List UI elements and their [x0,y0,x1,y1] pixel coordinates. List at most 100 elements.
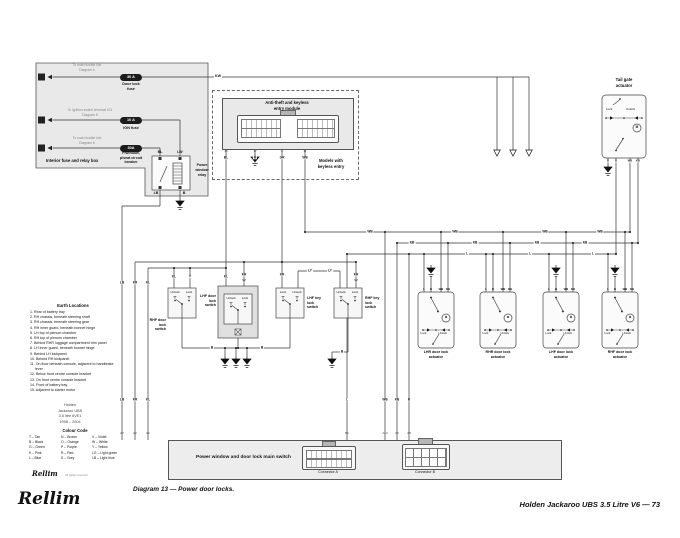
act1-pin-wb: WB [438,286,444,291]
vehicle-line4: 1998 – 2004 [59,419,81,424]
act3-pin-l: L [548,286,550,291]
tailgate-motor-label: M [635,124,639,129]
circuit-breaker-pill: 30A [120,144,142,152]
earth-location-item: 8. LH inner guard, beneath bonnet hinge [30,346,95,351]
circuit-breaker-name1: P/window, [122,151,140,155]
wire-ly-label: LY [307,268,313,273]
ms-wire-kr: KR [131,397,139,402]
fuse-row2-dest: To ignition switch terminal IG1 [67,108,113,112]
rellim-logo: Rellim [18,489,81,509]
earth-location-item: 2. RH chassis, beneath steering shaft [30,315,90,320]
fuse-row3-dest: To main fusible link [72,136,102,140]
act4-lock: Lock [604,330,611,335]
colour-code-entry: N – Brown [61,435,77,439]
fuse-row1-dest: To main fusible link [72,63,102,67]
fuse-row3-diagram-ref: Diagram 6 [79,141,95,145]
act1-unlock: Unlock [438,330,448,335]
diagram-caption: Diagram 13 — Power door locks. [133,486,235,493]
main-switch-label: Power window and door lock main switch [196,455,291,460]
bus-wb-label: WB [596,229,604,234]
door-lock-fuse-name: Door lock [122,82,140,86]
vehicle-line1: Holden [63,403,77,407]
earth-location-item: 9. Behind LH kickpanel [30,351,67,356]
ms-pin-a6: A6 [395,431,399,435]
circuit-breaker-name3: breaker [124,160,138,165]
relay-name2: window [195,167,209,172]
door-lock-switch-shapes [167,285,363,339]
act3-pin-wb: WB [563,286,569,291]
colour-code-entry: B – Black [29,440,44,445]
act4-unlock: Unlock [622,330,632,335]
ms-pin-a2: A2 [133,431,137,435]
sw2-name3: switch [204,303,216,308]
fuse-box-label: Interior fuse and relay box [46,158,99,163]
colour-code-entry: P – Purple [61,445,77,450]
earth-location-item: 5. LH top of plenum chamber [30,330,77,335]
earth-location-item: 7. Behind RHR luggage compartment trim p… [30,341,107,346]
connector-a-label: Connector A [318,469,338,474]
small-logo-row: Rellim All rights reserved [32,463,88,480]
module-wire-gr: GR [278,155,286,160]
act2-name2: actuator [490,354,506,359]
bus-kb-label: KB [533,240,541,245]
ms-wire-wb: WB [381,397,389,402]
colour-code-entry: O – Orange [61,440,79,445]
module-connector-pins-left-bottom [241,128,281,138]
wire-w-label: W [241,278,247,283]
act1-name2: actuator [428,354,444,359]
earth-location-item: 6. RH top of plenum chamber [30,336,77,341]
ms-wire-b: B [406,397,412,402]
vehicle-line3: 3.5 litre 6VE1 [58,414,82,418]
ms-wire-lb: LB [118,397,126,402]
connector-b-label: Connector B [415,469,435,474]
act1-lock: Lock [420,330,427,335]
bus-kb-label: KB [581,240,589,245]
sw3-name1: LHF key [307,296,321,300]
sw2-name2: lock [208,298,216,303]
tailgate-unlock-label: Unlock [626,107,636,111]
connector-a-pins-top [306,450,352,459]
bus-wb-label: WB [366,229,374,234]
footer-page-title: Holden Jackaroo UBS 3.5 Litre V6 — 73 [519,500,660,509]
ms-pin-a13: A13 [382,431,388,435]
tailgate-name2: actuator [615,82,633,88]
fuse-row2-diagram-ref: Diagram 6 [82,113,98,117]
ms-pin-a7: A7 [120,431,124,435]
tailgate-wire-1: B [605,158,611,163]
earth-location-item: 13. On front centre console bracket [30,377,87,382]
door-lock-actuator-shapes [417,291,639,349]
sw4-name1: RHF key [365,296,380,300]
relay-pin-lw: LW [177,149,183,154]
colour-code-entry: LG – Light green [92,450,118,455]
ign-fuse-pill: 10 A [120,116,142,124]
earth-locations-title: Earth Locations [57,303,89,308]
sw2-name1: LHF door [200,294,216,298]
tailgate-wire-3: WB [626,158,634,163]
vehicle-line2: Jackaroo UBS [57,408,83,413]
act3-unlock: Unlock [563,330,573,335]
wire-kr-label: KR [352,271,360,277]
relay-name3: relay [197,172,207,177]
colour-code-entry: W – White [92,440,108,445]
sw4-lock: Lock [351,289,359,294]
act3-pin-kb: KB [570,286,576,291]
earth-location-item: 10. Behind RH kickpanel [30,356,70,361]
tailgate-wire-2: B [613,158,619,163]
relay-pin-bl: BL [157,149,163,154]
bus-l-label: L [465,251,469,256]
ms-pin-a1: A1 [146,431,150,435]
wire-kr-label: KR [240,271,248,277]
main-switch-box [168,440,562,480]
module-pin-17: 17 [253,148,257,153]
colour-code-entry: T – Tan [29,435,41,439]
colour-code-title: Colour Code [62,428,88,433]
earth-location-item: 15. Adjacent to starter motor [30,388,76,393]
module-pin-16: 16 [224,148,228,153]
module-wire-b: B [252,155,258,160]
module-wire-wb: WB [301,155,309,160]
module-name1: Anti-theft and keyless [265,100,309,105]
earth-location-item: 1. Rear of battery tray [30,310,65,314]
sw3-unlock: Unlock [292,289,302,294]
sw1-unlock: Unlock [170,289,180,294]
act3-lock: Lock [545,330,552,335]
